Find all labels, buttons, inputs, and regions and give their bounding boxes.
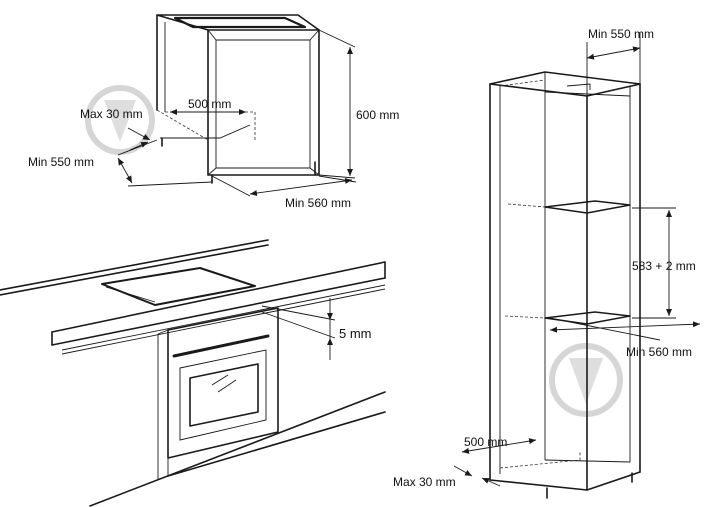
- dim-min560-left: Min 560 mm: [211, 175, 357, 210]
- dim-min550-left: Min 550 mm: [28, 139, 213, 187]
- label-max30-right: Max 30 mm: [393, 475, 456, 489]
- undercounter-cabinet: [156, 14, 320, 184]
- label-5mm: 5 mm: [339, 326, 372, 341]
- label-min550-left: Min 550 mm: [28, 155, 94, 169]
- watermark-drop-icon: [85, 85, 623, 417]
- dim-min550-right: Min 550 mm: [586, 27, 654, 96]
- label-500-left: 500 mm: [188, 97, 231, 111]
- label-min560-left: Min 560 mm: [285, 196, 351, 210]
- dim-500-left: 500 mm: [170, 97, 246, 115]
- label-max30-left: Max 30 mm: [80, 107, 143, 121]
- dim-5mm: 5 mm: [261, 298, 372, 360]
- countertop-oven: [0, 239, 386, 507]
- column-cabinet: [489, 71, 641, 499]
- label-600: 600 mm: [356, 108, 399, 122]
- label-min550-right: Min 550 mm: [588, 27, 654, 41]
- label-500-right: 500 mm: [464, 435, 507, 449]
- dim-min560-right: Min 560 mm: [549, 317, 701, 359]
- dim-500-right: 500 mm: [461, 435, 537, 454]
- label-583: 583 + 2 mm: [632, 259, 696, 273]
- dim-max30-left: Max 30 mm: [80, 107, 151, 151]
- label-min560-right: Min 560 mm: [626, 345, 692, 359]
- dim-max30-right: Max 30 mm: [393, 465, 501, 489]
- dim-600: 600 mm: [318, 29, 399, 179]
- dim-583: 583 + 2 mm: [632, 207, 696, 319]
